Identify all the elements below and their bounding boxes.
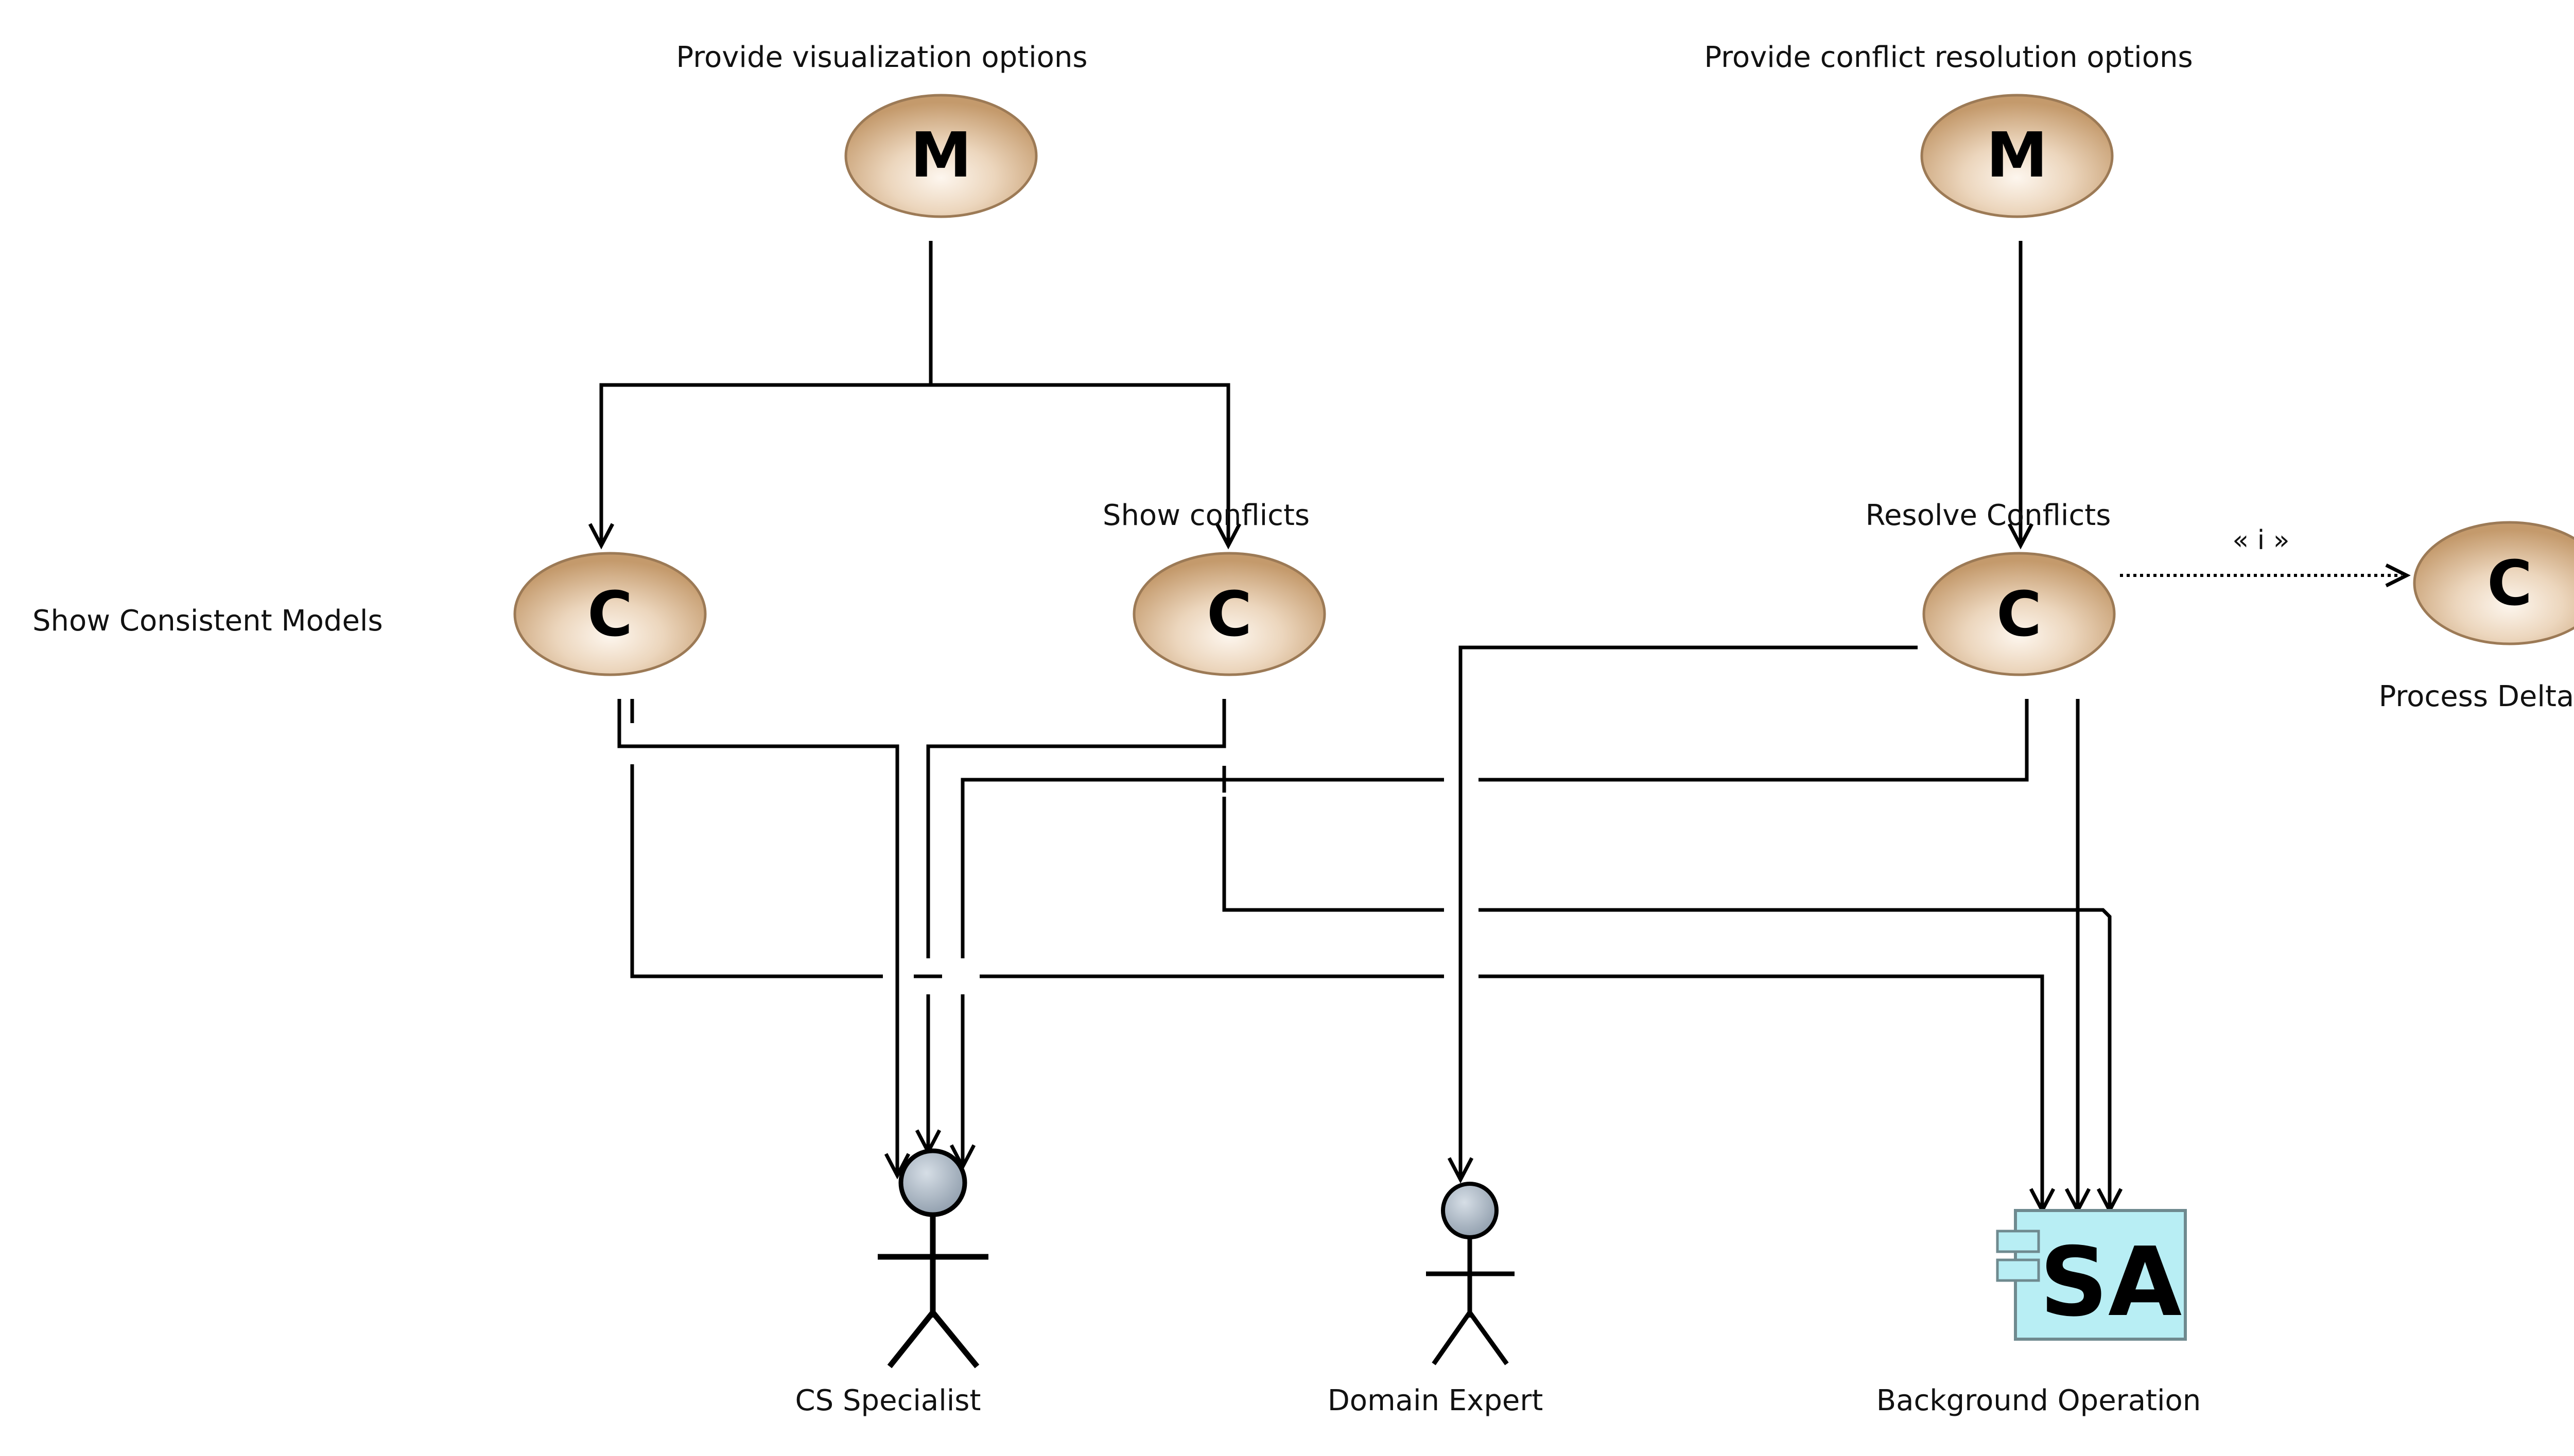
edge-show-consistent-to-background (630, 699, 2044, 1209)
actor-head-icon (1441, 1182, 1499, 1239)
component-port-icon (1996, 1230, 2040, 1253)
goal-node-visualization[interactable]: M (844, 94, 1038, 218)
edge-visualization-to-show-consistent (599, 241, 933, 545)
capability-label-resolve-conflicts: Resolve Conflicts (1866, 499, 2111, 532)
capability-c-icon: C (2487, 548, 2532, 620)
actor-head-icon (898, 1148, 967, 1217)
actor-background-operation[interactable]: SA (1996, 1209, 2187, 1341)
edges (588, 241, 2411, 1215)
actor-label-domain-expert: Domain Expert (1328, 1384, 1543, 1417)
capability-label-process-deltas: Process Deltas (2379, 680, 2574, 713)
edge-resolve-to-domain-expert (1458, 645, 1918, 1179)
goal-node-conflict-resolution[interactable]: M (1920, 94, 2114, 218)
capability-node-resolve-conflicts[interactable]: C (1922, 552, 2116, 676)
component-port-icon (1996, 1258, 2040, 1282)
goal-label-visualization: Provide visualization options (676, 41, 1087, 74)
capability-label-show-consistent: Show Consistent Models (32, 604, 383, 638)
actor-label-background-operation: Background Operation (1876, 1384, 2201, 1417)
capability-node-show-consistent[interactable]: C (513, 552, 707, 676)
sa-icon: SA (2040, 1226, 2182, 1338)
capability-node-process-deltas[interactable]: C (2413, 521, 2574, 645)
goal-label-conflict-resolution: Provide conflict resolution options (1704, 41, 2193, 74)
include-relation-label: « i » (2232, 525, 2289, 556)
edge-show-conflicts-to-background (1222, 766, 2112, 1209)
edge-show-conflicts-to-cs-specialist (926, 699, 1226, 1151)
actor-domain-expert[interactable] (1426, 1182, 1515, 1365)
capability-label-show-conflicts: Show conflicts (1103, 499, 1310, 532)
goal-m-icon: M (1986, 120, 2047, 191)
capability-c-icon: C (1996, 579, 2042, 651)
actor-label-cs-specialist: CS Specialist (795, 1384, 981, 1417)
edge-visualization-to-show-conflicts (931, 383, 1230, 545)
edge-resolve-to-cs-specialist (961, 699, 2029, 1166)
capability-c-icon: C (1207, 579, 1252, 651)
goal-m-icon: M (910, 120, 971, 191)
capability-c-icon: C (587, 579, 633, 651)
actor-cs-specialist[interactable] (878, 1148, 988, 1369)
capability-node-show-conflicts[interactable]: C (1133, 552, 1326, 676)
edge-show-consistent-to-cs-specialist (617, 699, 899, 1173)
